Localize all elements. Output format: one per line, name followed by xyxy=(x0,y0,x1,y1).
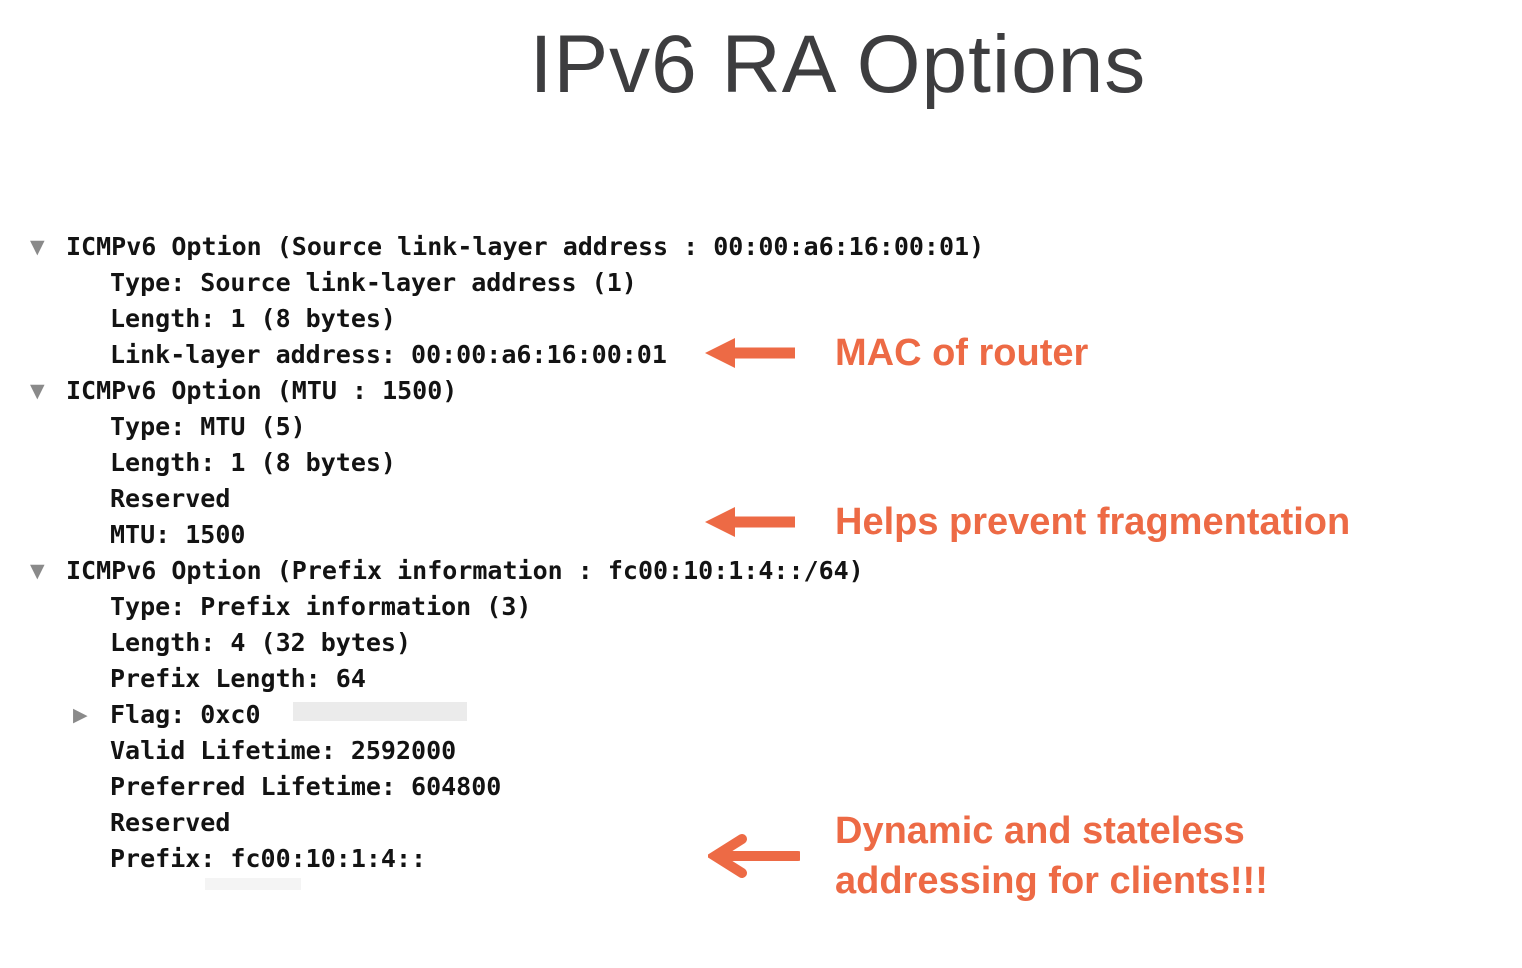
packet-tree-row: Prefix Length: 64 xyxy=(0,661,1522,697)
packet-tree-row: Valid Lifetime: 2592000 xyxy=(0,733,1522,769)
annotation-text: Dynamic and stateless addressing for cli… xyxy=(835,806,1268,906)
packet-field-text: Type: Source link-layer address (1) xyxy=(110,268,637,297)
packet-tree-row: Prefix: fc00:10:1:4:: xyxy=(0,841,1522,877)
packet-field-text: Reserved xyxy=(110,808,231,837)
annotation-text-line: Dynamic and stateless xyxy=(835,810,1245,852)
packet-field-text: Reserved xyxy=(110,484,231,513)
left-arrow-icon xyxy=(708,834,800,878)
annotation-stateless-addressing: Dynamic and stateless addressing for cli… xyxy=(708,806,1268,906)
packet-field-text: ICMPv6 Option (Source link-layer address… xyxy=(66,232,985,261)
packet-field-text: Type: MTU (5) xyxy=(110,412,306,441)
packet-field-text: Link-layer address: 00:00:a6:16:00:01 xyxy=(110,340,667,369)
packet-detail-tree: ▼ ICMPv6 Option (Source link-layer addres… xyxy=(0,229,1522,877)
packet-field-text: Length: 4 (32 bytes) xyxy=(110,628,412,657)
packet-tree-row: Length: 1 (8 bytes) xyxy=(0,301,1522,337)
page-title: IPv6 RA Options xyxy=(529,19,1147,110)
packet-field-text: Type: Prefix information (3) xyxy=(110,592,532,621)
packet-field-text: MTU: 1500 xyxy=(110,520,246,549)
packet-tree-row: Type: MTU (5) xyxy=(0,409,1522,445)
disclosure-triangle-down-icon: ▼ xyxy=(30,236,45,258)
packet-field-text: Preferred Lifetime: 604800 xyxy=(110,772,502,801)
packet-tree-row: Type: Prefix information (3) xyxy=(0,589,1522,625)
left-arrow-icon xyxy=(705,338,795,368)
packet-tree-row: MTU: 1500 xyxy=(0,517,1522,553)
annotation-text: Helps prevent fragmentation xyxy=(835,501,1351,543)
annotation-text-line: addressing for clients!!! xyxy=(835,860,1268,902)
packet-field-text: Length: 1 (8 bytes) xyxy=(110,304,396,333)
annotation-text: MAC of router xyxy=(835,332,1089,374)
highlight-smudge xyxy=(293,702,467,721)
packet-field-text: ICMPv6 Option (MTU : 1500) xyxy=(66,376,458,405)
highlight-smudge xyxy=(205,878,301,890)
packet-field-text: Prefix: fc00:10:1:4:: xyxy=(110,844,427,873)
packet-tree-row: Reserved xyxy=(0,481,1522,517)
packet-tree-row: Length: 4 (32 bytes) xyxy=(0,625,1522,661)
annotation-mac-of-router: MAC of router xyxy=(705,331,1088,375)
disclosure-triangle-down-icon: ▼ xyxy=(30,560,45,582)
packet-tree-row: Preferred Lifetime: 604800 xyxy=(0,769,1522,805)
annotation-prevent-fragmentation: Helps prevent fragmentation xyxy=(705,500,1350,544)
packet-field-text: ICMPv6 Option (Prefix information : fc00… xyxy=(66,556,864,585)
packet-field-text: Prefix Length: 64 xyxy=(110,664,366,693)
disclosure-triangle-down-icon: ▼ xyxy=(30,380,45,402)
packet-tree-row: Length: 1 (8 bytes) xyxy=(0,445,1522,481)
packet-tree-row: Reserved xyxy=(0,805,1522,841)
packet-field-text: Length: 1 (8 bytes) xyxy=(110,448,396,477)
packet-tree-row: ▼ ICMPv6 Option (Source link-layer addres… xyxy=(0,229,1522,265)
packet-tree-row: ▶ Flag: 0xc0 xyxy=(0,697,1522,733)
disclosure-triangle-right-icon: ▶ xyxy=(73,704,88,726)
packet-field-text: Flag: 0xc0 xyxy=(110,700,261,729)
packet-tree-row: ▼ ICMPv6 Option (Prefix information : fc0… xyxy=(0,553,1522,589)
packet-tree-row: ▼ ICMPv6 Option (MTU : 1500) xyxy=(0,373,1522,409)
packet-tree-row: Link-layer address: 00:00:a6:16:00:01 xyxy=(0,337,1522,373)
packet-field-text: Valid Lifetime: 2592000 xyxy=(110,736,457,765)
packet-tree-row: Type: Source link-layer address (1) xyxy=(0,265,1522,301)
left-arrow-icon xyxy=(705,507,795,537)
